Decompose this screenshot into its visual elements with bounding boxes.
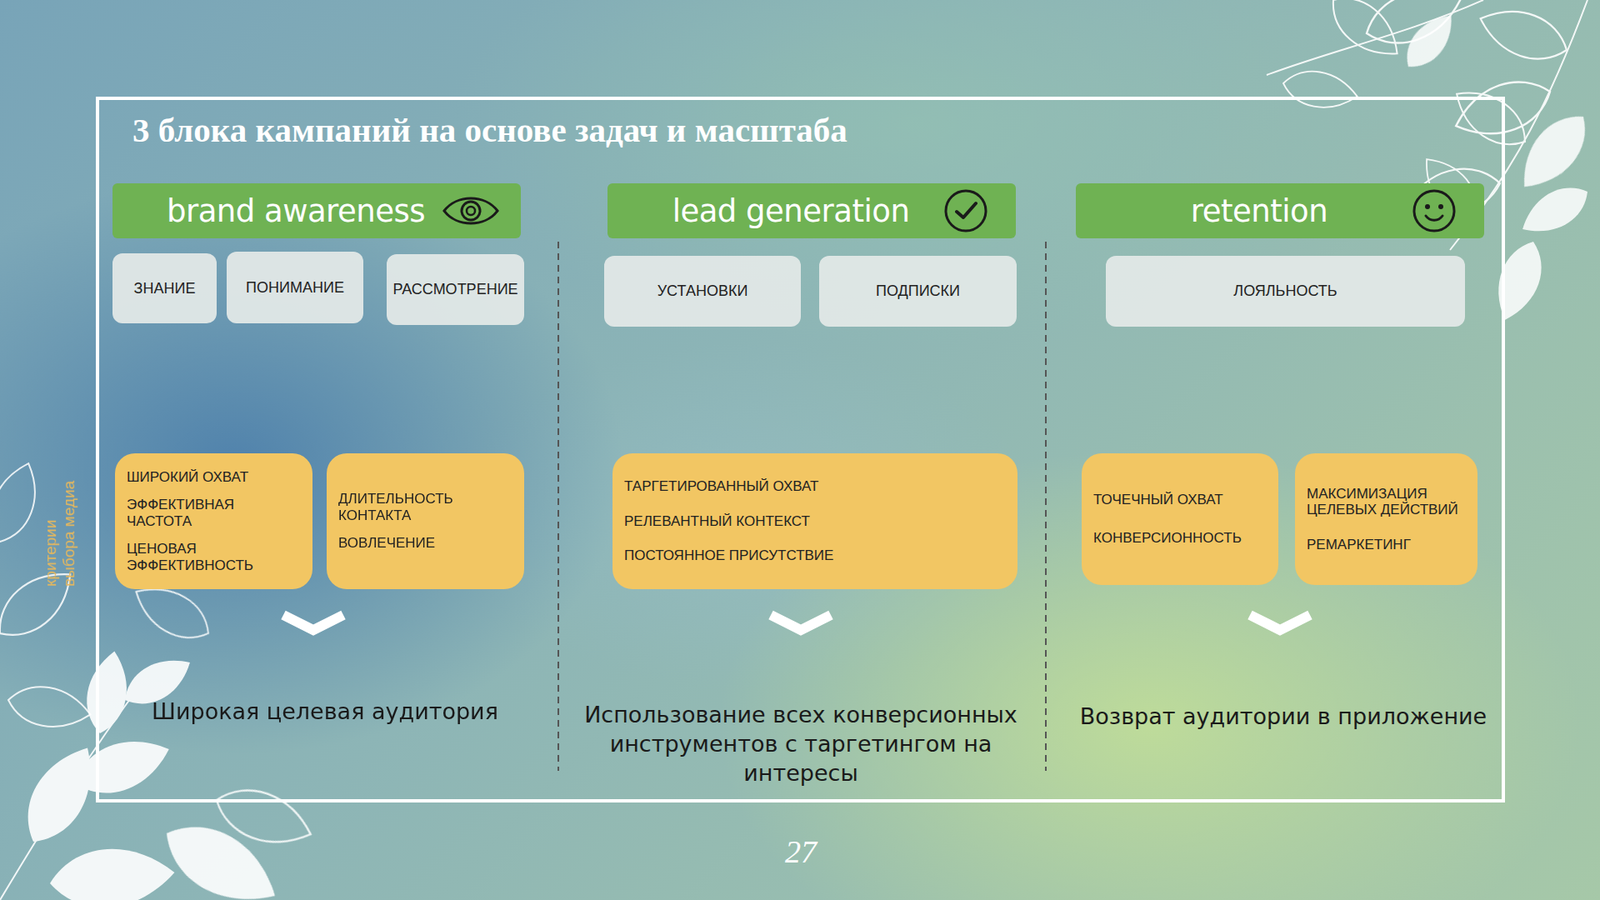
campaign-header: brand awareness <box>112 183 521 239</box>
criteria-text: ДЛИТЕЛЬНОСТЬ КОНТАКТА <box>338 490 513 524</box>
criteria-text: ЦЕНОВАЯ ЭФФЕКТИВНОСТЬ <box>126 540 301 574</box>
header-text: lead generation <box>672 193 910 230</box>
goal-box: ПОНИМАНИЕ <box>226 251 364 324</box>
criteria-text: ШИРОКИЙ ОХВАТ <box>126 469 301 486</box>
goal-text: ПОДПИСКИ <box>875 282 960 300</box>
goal-text: ПОНИМАНИЕ <box>245 279 345 297</box>
goal-box: ЛОЯЛЬНОСТЬ <box>1105 255 1465 327</box>
header-text: retention <box>1190 193 1328 230</box>
criteria-box: МАКСИМИЗАЦИЯ ЦЕЛЕВЫХ ДЕЙСТВИЙ РЕМАРКЕТИНГ <box>1295 453 1478 585</box>
criteria-text: ВОВЛЕЧЕНИЕ <box>338 535 513 552</box>
check-icon <box>943 188 989 234</box>
criteria-text: ЭФФЕКТИВНАЯ ЧАСТОТА <box>126 496 301 530</box>
frame <box>97 98 1504 801</box>
goal-text: РАССМОТРЕНИЕ <box>392 280 518 299</box>
outcome-text: Возврат аудитории в приложение <box>1075 703 1492 730</box>
criteria-text: ПОСТОЯННОЕ ПРИСУТСТВИЕ <box>624 547 1006 565</box>
criteria-text: РЕЛЕВАНТНЫЙ КОНТЕКСТ <box>624 513 1006 530</box>
criteria-text: ТОЧЕЧНЫЙ ОХВАТ <box>1093 491 1267 509</box>
criteria-box: ШИРОКИЙ ОХВАТ ЭФФЕКТИВНАЯ ЧАСТОТА ЦЕНОВАЯ … <box>115 453 313 590</box>
criteria-box: ТОЧЕЧНЫЙ ОХВАТ КОНВЕРСИОННОСТЬ <box>1081 453 1279 585</box>
chevrons <box>283 615 1310 630</box>
eye-icon-drawing <box>441 192 500 230</box>
goal-text: ЗНАНИЕ <box>134 280 196 298</box>
criteria-box: ТАРГЕТИРОВАННЫЙ ОХВАТ РЕЛЕВАНТНЫЙ КОНТЕКС… <box>612 453 1018 590</box>
column-dividers <box>558 241 1046 771</box>
leaves-bottom-left <box>0 647 290 900</box>
header-text: brand awareness <box>166 193 425 230</box>
outcome-text: Использование всех конверсионных инструм… <box>583 700 1019 788</box>
goal-text: ЛОЯЛЬНОСТЬ <box>1233 282 1337 300</box>
criteria-text: ТАРГЕТИРОВАННЫЙ ОХВАТ <box>624 478 1006 495</box>
smile-icon <box>1411 188 1457 234</box>
outcome-text: Широкая целевая аудитория <box>133 698 517 725</box>
goal-box: ПОДПИСКИ <box>819 255 1017 327</box>
side-note: критерии выбора медиа <box>41 470 79 587</box>
eye-icon <box>441 192 500 230</box>
criteria-text: МАКСИМИЗАЦИЯ ЦЕЛЕВЫХ ДЕЙСТВИЙ <box>1306 485 1466 519</box>
criteria-text: РЕМАРКЕТИНГ <box>1306 536 1466 554</box>
goal-box: ЗНАНИЕ <box>112 253 217 324</box>
goal-text: УСТАНОВКИ <box>657 282 749 300</box>
campaign-header: retention <box>1075 183 1485 239</box>
goal-box: РАССМОТРЕНИЕ <box>386 254 525 325</box>
page-number: 27 <box>759 833 843 870</box>
goal-box: УСТАНОВКИ <box>604 255 801 327</box>
criteria-text: КОНВЕРСИОННОСТЬ <box>1093 530 1267 547</box>
check-icon-drawing <box>943 188 989 234</box>
smile-icon-drawing <box>1411 188 1457 234</box>
slide-title: 3 блока кампаний на основе задач и масшт… <box>132 110 848 150</box>
campaign-header: lead generation <box>607 183 1016 239</box>
criteria-box: ДЛИТЕЛЬНОСТЬ КОНТАКТА ВОВЛЕЧЕНИЕ <box>326 453 525 590</box>
